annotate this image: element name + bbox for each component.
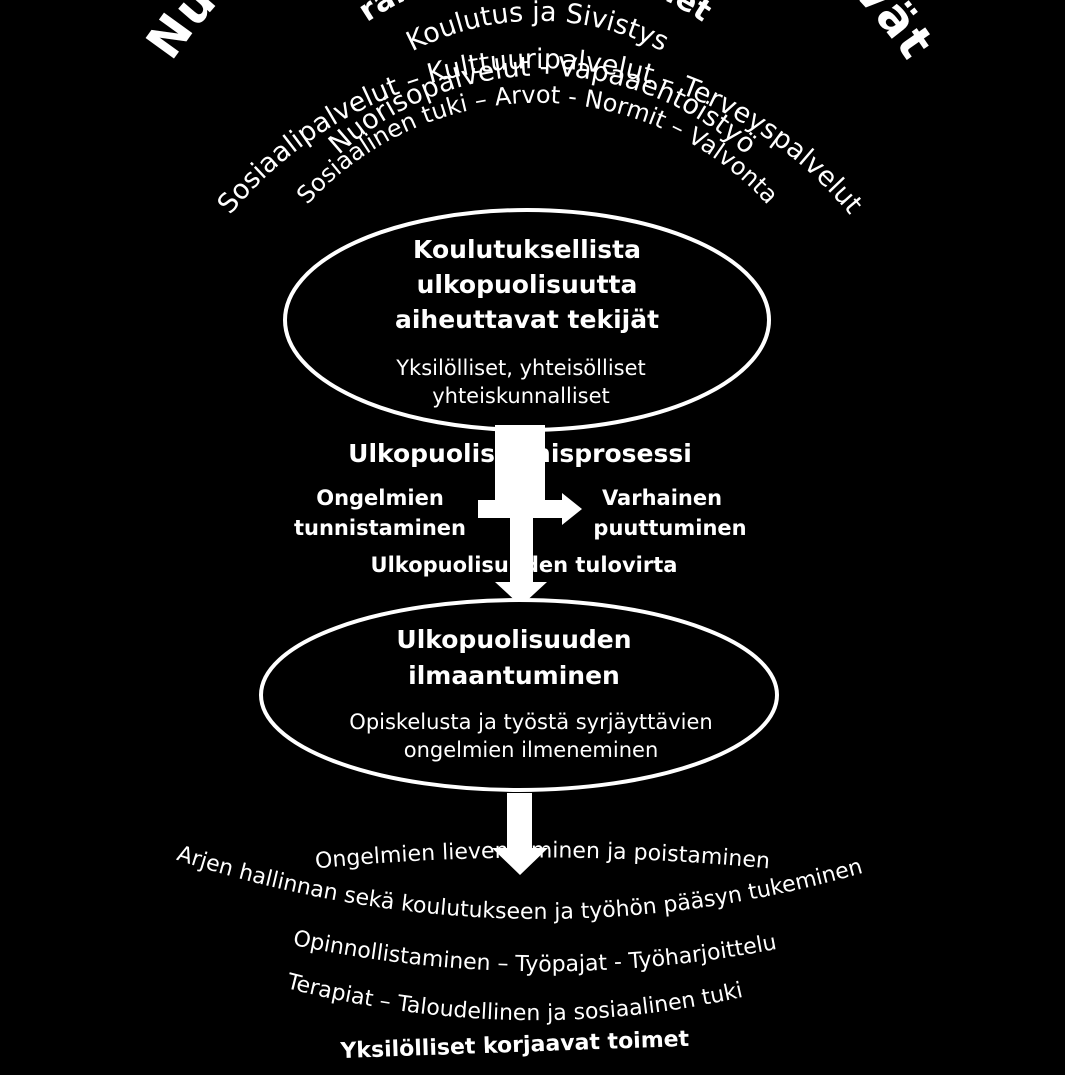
bottom-text-terapiat: Terapiat – Taloudellinen ja sosiaalinen … [283, 969, 745, 1026]
oval-causes-title-1: Koulutuksellista [413, 235, 641, 264]
arrow-right [478, 493, 582, 525]
arrow-down-bottom [492, 793, 548, 875]
label-puuttuminen-1: Varhainen [602, 486, 722, 510]
arrow-down-upper [495, 425, 545, 503]
label-tunnistaminen-2: tunnistaminen [294, 516, 466, 540]
label-puuttuminen-2: puuttuminen [593, 516, 746, 540]
flow-label: Ulkopuolisuuden tulovirta [371, 553, 678, 577]
oval-causes-title-3: aiheuttavat tekijät [395, 305, 659, 334]
oval-causes-body-1: Yksilölliset, yhteisölliset [395, 356, 646, 380]
oval-emergence [259, 598, 779, 792]
oval-emergence-title-1: Ulkopuolisuuden [396, 625, 631, 654]
oval-emergence-body-1: Opiskelusta ja työstä syrjäyttävien [349, 710, 712, 734]
bottom-text-korjaavat-toimet: Yksilölliset korjaavat toimet [339, 1027, 690, 1064]
oval-causes-title-2: ulkopuolisuutta [417, 270, 638, 299]
label-tunnistaminen-1: Ongelmien [316, 486, 444, 510]
oval-causes-body-2: yhteiskunnalliset [432, 384, 610, 408]
arrow-down-lower [495, 518, 547, 606]
bottom-text-lieventaminen: Ongelmien lieventäminen ja poistaminen [314, 838, 771, 874]
oval-emergence-body-2: ongelmien ilmeneminen [404, 738, 659, 762]
bottom-text-opinnollistaminen: Opinnollistaminen – Työpajat - Työharjoi… [291, 926, 779, 977]
oval-emergence-title-2: ilmaantuminen [408, 661, 620, 690]
